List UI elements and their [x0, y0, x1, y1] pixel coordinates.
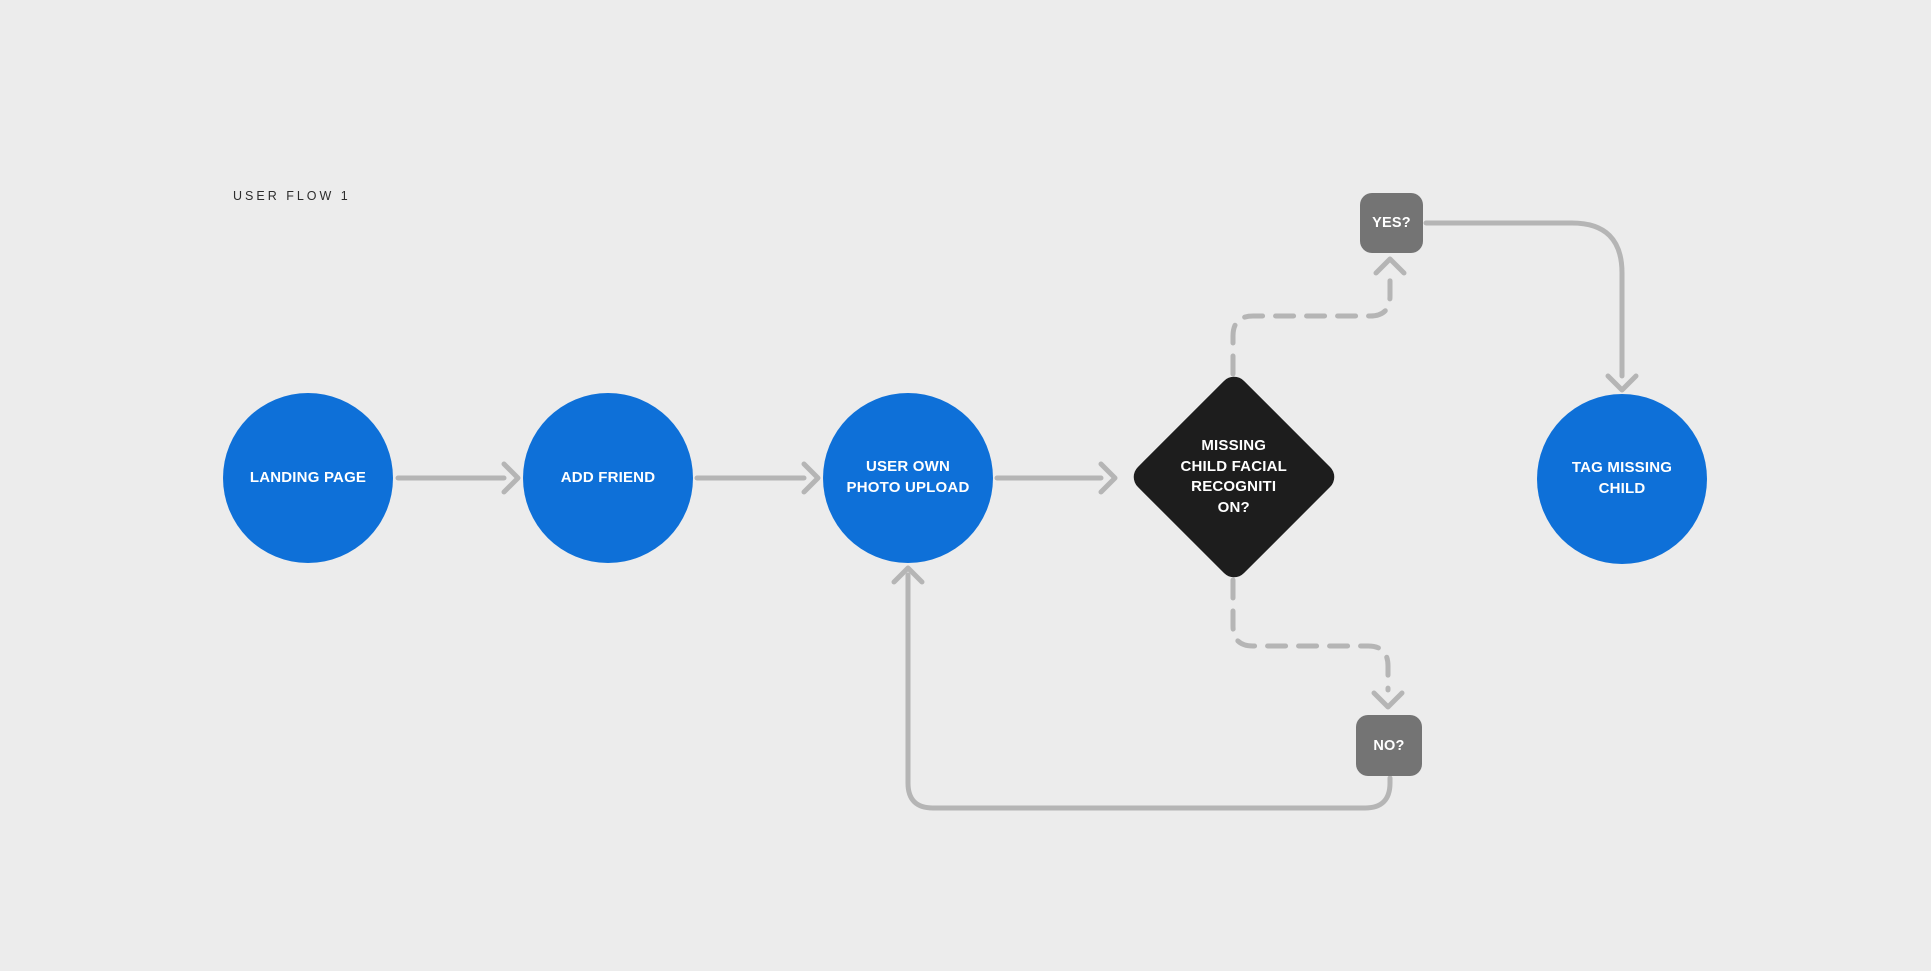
node-yes-label: YES?: [1372, 215, 1411, 231]
connector-decision-yes: [1230, 273, 1393, 377]
node-decision-label: MISSING CHILD FACIAL RECOGNITI ON?: [1180, 436, 1288, 516]
node-add-friend-label: ADD FRIEND: [560, 468, 656, 486]
arrowhead-landing-addfriend: [501, 461, 521, 495]
node-no-label: NO?: [1373, 737, 1405, 754]
arrowhead-yes-tagchild: [1605, 373, 1639, 393]
arrowhead-decision-yes: [1373, 256, 1407, 276]
connector-yes-tagchild: [1423, 220, 1625, 379]
node-no[interactable]: NO?: [1356, 715, 1422, 776]
node-landing-page-label: LANDING PAGE: [249, 468, 367, 486]
connector-no-photoupload: [905, 572, 1393, 811]
arrowhead-addfriend-photoupload: [801, 461, 821, 495]
node-yes[interactable]: YES?: [1360, 193, 1423, 253]
node-user-own-photo-upload[interactable]: USER OWN PHOTO UPLOAD: [823, 393, 993, 563]
node-user-own-photo-upload-label: USER OWN PHOTO UPLOAD: [846, 458, 970, 496]
node-add-friend[interactable]: ADD FRIEND: [523, 393, 693, 563]
arrowhead-decision-no: [1371, 690, 1405, 710]
node-landing-page[interactable]: LANDING PAGE: [223, 393, 393, 563]
arrowhead-no-photoupload: [891, 565, 925, 585]
connector-decision-no: [1230, 577, 1391, 693]
node-tag-missing-child-label: TAG MISSING CHILD: [1571, 459, 1673, 497]
node-tag-missing-child[interactable]: TAG MISSING CHILD: [1537, 394, 1707, 564]
arrowhead-photoupload-decision: [1098, 461, 1118, 495]
flow-title: USER FLOW 1: [233, 189, 351, 203]
